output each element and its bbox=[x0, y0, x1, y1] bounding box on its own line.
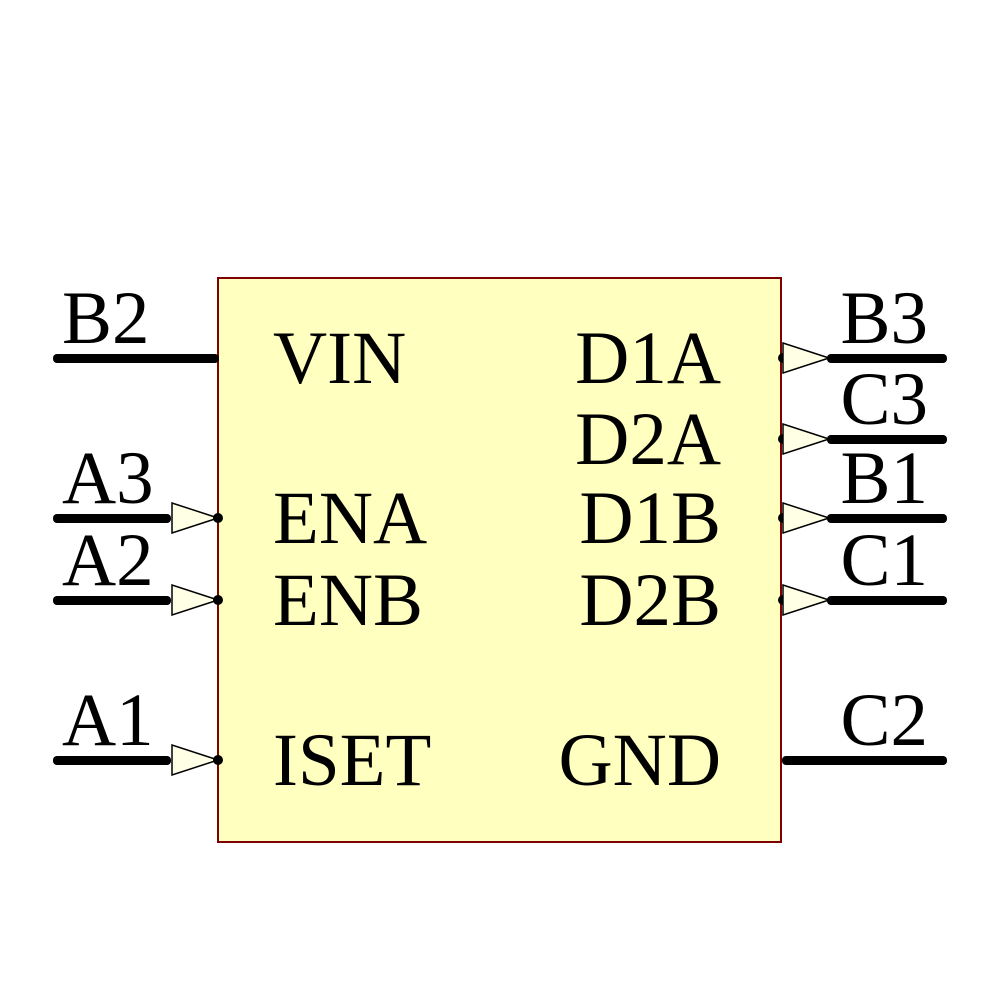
pin-arrow-icon bbox=[171, 502, 219, 534]
pin-line-a3 bbox=[53, 514, 171, 523]
pin-designator-b3: B3 bbox=[840, 277, 928, 360]
pin-designator-c3: C3 bbox=[840, 358, 928, 441]
pin-name-iset: ISET bbox=[273, 719, 432, 802]
pin-designator-b1: B1 bbox=[840, 437, 928, 520]
pin-name-gnd: GND bbox=[558, 719, 722, 802]
pin-name-d2a: D2A bbox=[575, 398, 721, 481]
pin-line-c2 bbox=[782, 756, 947, 765]
pin-line-b1 bbox=[827, 514, 947, 523]
pin-dot bbox=[213, 513, 223, 523]
pin-name-ena: ENA bbox=[273, 477, 428, 560]
pin-arrow-icon bbox=[782, 502, 830, 534]
pin-arrow-icon bbox=[171, 744, 219, 776]
pin-line-b3 bbox=[827, 354, 947, 363]
pin-dot bbox=[213, 595, 223, 605]
pin-name-enb: ENB bbox=[273, 559, 423, 642]
pin-arrow-icon bbox=[782, 423, 830, 455]
pin-line-b2 bbox=[53, 354, 219, 363]
pin-line-a1 bbox=[53, 756, 171, 765]
pin-line-c3 bbox=[827, 435, 947, 444]
pin-designator-a3: A3 bbox=[62, 437, 154, 520]
pin-name-d2b: D2B bbox=[579, 559, 721, 642]
pin-arrow-icon bbox=[171, 584, 219, 616]
pin-name-d1a: D1A bbox=[575, 317, 721, 400]
pin-designator-b2: B2 bbox=[62, 277, 150, 360]
pin-arrow-icon bbox=[782, 584, 830, 616]
pin-line-a2 bbox=[53, 596, 171, 605]
component-body bbox=[217, 277, 782, 843]
pin-designator-a2: A2 bbox=[62, 519, 154, 602]
pin-designator-a1: A1 bbox=[62, 679, 154, 762]
pin-designator-c2: C2 bbox=[840, 679, 928, 762]
pin-designator-c1: C1 bbox=[840, 519, 928, 602]
pin-name-vin: VIN bbox=[273, 317, 407, 400]
pin-dot bbox=[213, 755, 223, 765]
pin-line-c1 bbox=[827, 596, 947, 605]
pin-name-d1b: D1B bbox=[579, 477, 721, 560]
pin-arrow-icon bbox=[782, 342, 830, 374]
